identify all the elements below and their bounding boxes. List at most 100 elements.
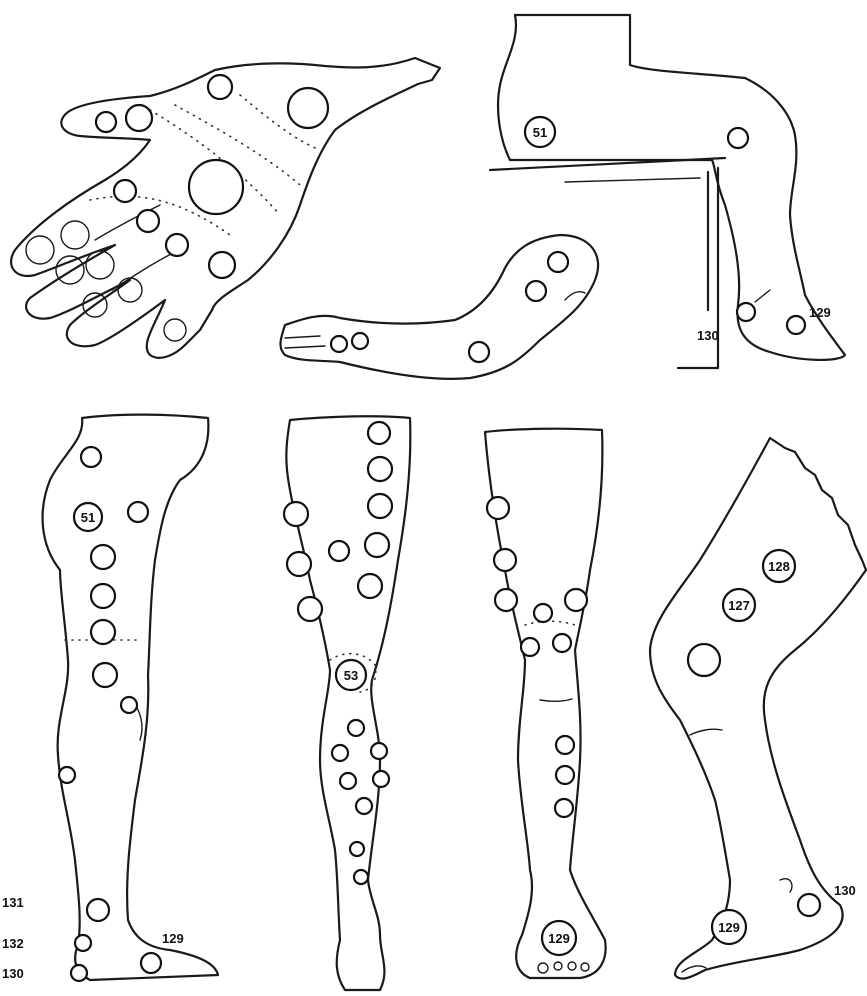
front2-point: [521, 638, 539, 656]
front2-point: [494, 549, 516, 571]
seated-ankle-line: [755, 290, 770, 302]
arm-point: [352, 333, 368, 349]
hand-point: [208, 75, 232, 99]
front-point: [298, 597, 322, 621]
bent-label-127: 127: [728, 598, 750, 613]
hand-finger-pad: [26, 236, 54, 264]
lateral-point: [93, 663, 117, 687]
front2-label-129: 129: [548, 931, 570, 946]
front2-point: [565, 589, 587, 611]
arm-point: [469, 342, 489, 362]
lateral-point: [59, 767, 75, 783]
front-leg-2-knee-crease: [540, 699, 572, 701]
front-point: [332, 745, 348, 761]
front2-point: [556, 736, 574, 754]
lateral-leg-figure: 51 131 132 130 129: [2, 415, 218, 981]
arm-point: [548, 252, 568, 272]
front-point: [365, 533, 389, 557]
front-point: [368, 494, 392, 518]
front-point: [373, 771, 389, 787]
hand-figure: [11, 58, 440, 358]
front-point: [340, 773, 356, 789]
lateral-label-132: 132: [2, 936, 24, 951]
front2-point: [487, 497, 509, 519]
front-label-53: 53: [344, 668, 358, 683]
hand-finger-crease: [112, 252, 175, 290]
hand-point: [114, 180, 136, 202]
lateral-point-129: [141, 953, 161, 973]
front-leg-2-toe: [568, 962, 576, 970]
bent-label-128: 128: [768, 559, 790, 574]
seated-label-51: 51: [533, 125, 547, 140]
hand-point: [288, 88, 328, 128]
front-point: [371, 743, 387, 759]
arm-finger-line: [285, 346, 325, 348]
hand-finger-pad: [164, 319, 186, 341]
seated-heel-point: [737, 303, 755, 321]
hand-point: [189, 160, 243, 214]
arm-elbow-crease: [565, 292, 585, 300]
front2-point: [534, 604, 552, 622]
lateral-point: [81, 447, 101, 467]
front-leg-2-figure: 129: [485, 429, 606, 978]
hand-point: [126, 105, 152, 131]
lateral-label-51: 51: [81, 510, 95, 525]
bent-point: [688, 644, 720, 676]
lateral-label-131: 131: [2, 895, 24, 910]
lateral-point: [91, 584, 115, 608]
seated-label-129: 129: [809, 305, 831, 320]
arm-figure: [280, 235, 598, 379]
front-leg-figure: 53: [284, 416, 410, 990]
front-point: [348, 720, 364, 736]
front2-point: [555, 799, 573, 817]
seated-knee-point: [728, 128, 748, 148]
front2-point: [556, 766, 574, 784]
front-point: [284, 502, 308, 526]
hand-finger-pad: [56, 256, 84, 284]
front-point: [356, 798, 372, 814]
hand-point: [209, 252, 235, 278]
front-leg-2-knee-dots: [525, 621, 575, 625]
arm-point: [331, 336, 347, 352]
lateral-point-131: [87, 899, 109, 921]
front2-point: [495, 589, 517, 611]
seated-body-outline: [498, 15, 845, 360]
hand-point: [137, 210, 159, 232]
lateral-label-130: 130: [2, 966, 24, 981]
front-point: [350, 842, 364, 856]
front-leg-2-toe: [581, 963, 589, 971]
front-point: [368, 457, 392, 481]
front-point: [287, 552, 311, 576]
lateral-point: [121, 697, 137, 713]
hand-finger-pad: [61, 221, 89, 249]
hand-point: [96, 112, 116, 132]
hand-point: [166, 234, 188, 256]
front-leg-2-toe: [554, 962, 562, 970]
seated-label-130: 130: [697, 328, 719, 343]
bent-ankle-mark: [780, 879, 792, 892]
arm-point: [526, 281, 546, 301]
bent-knee-crease: [690, 729, 722, 735]
seated-foot-point: [787, 316, 805, 334]
arm-finger-line: [285, 336, 320, 338]
lateral-point-132: [75, 935, 91, 951]
hand-finger-pad: [86, 251, 114, 279]
bent-leg-figure: 128 127 130 129: [650, 438, 866, 979]
front-point: [354, 870, 368, 884]
lateral-point-130: [71, 965, 87, 981]
bent-label-130: 130: [834, 883, 856, 898]
lateral-point: [91, 545, 115, 569]
bent-point-130: [798, 894, 820, 916]
seated-leg-figure: 51 129 130: [490, 15, 845, 368]
front2-point: [553, 634, 571, 652]
front-point: [368, 422, 390, 444]
front-point: [329, 541, 349, 561]
front-leg-2-toe: [538, 963, 548, 973]
lateral-point: [128, 502, 148, 522]
lateral-label-129: 129: [162, 931, 184, 946]
front-point: [358, 574, 382, 598]
chair-back-rail: [565, 178, 700, 182]
bent-label-129: 129: [718, 920, 740, 935]
hand-finger-pad: [118, 278, 142, 302]
